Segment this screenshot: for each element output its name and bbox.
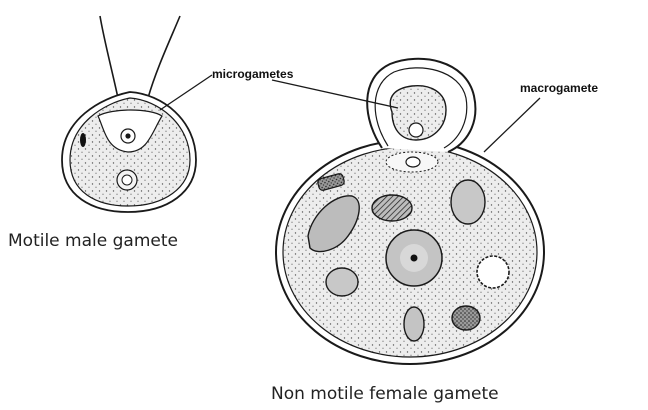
label-microgametes: microgametes: [212, 67, 294, 81]
organelle-left-low: [326, 268, 358, 296]
organelle-elongated: [404, 307, 424, 341]
male-gamete: [62, 16, 196, 212]
caption-male: Motile male gamete: [8, 231, 178, 251]
organelle-oval-right: [451, 180, 485, 224]
leader-lines: [160, 75, 540, 152]
label-macrogamete: macrogamete: [520, 81, 598, 95]
organelle-hatched: [372, 195, 412, 221]
male-pyrenoid-inner: [122, 175, 132, 185]
female-gamete: [276, 59, 544, 364]
leader-macrogamete: [484, 98, 540, 152]
male-nucleolus: [125, 133, 130, 138]
flagellum-left: [100, 16, 118, 98]
organelle-dark-round: [452, 306, 480, 330]
microgamete-nucleus: [409, 123, 423, 137]
leader-microgametes-male: [160, 75, 212, 110]
flagellum-right: [148, 16, 180, 98]
fusion-nucleus: [406, 157, 420, 167]
male-eyespot: [80, 133, 86, 147]
female-nucleolus: [411, 255, 418, 262]
caption-female: Non motile female gamete: [271, 384, 499, 404]
organelle-spiky: [477, 256, 509, 288]
